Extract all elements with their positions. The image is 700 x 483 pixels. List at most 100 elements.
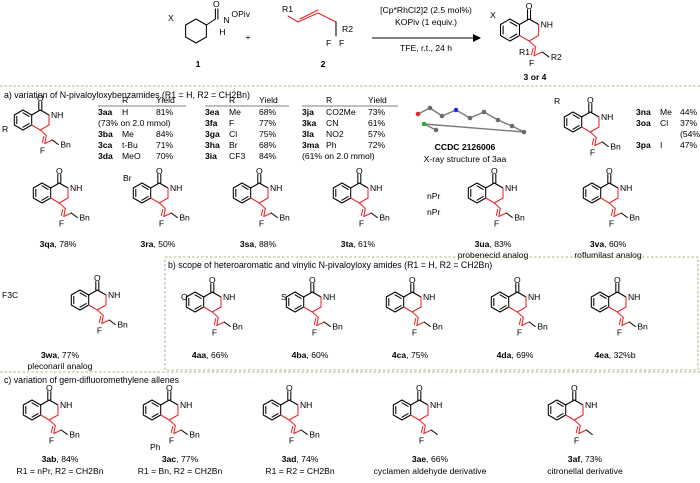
carbonyl-o: O (166, 383, 173, 393)
double-bond (556, 402, 564, 407)
bn-label: Bn (179, 213, 190, 223)
carbonyl-o: O (37, 93, 44, 103)
double-bond (341, 185, 349, 190)
fluoro-label: F (312, 328, 317, 338)
alkene-bond (358, 202, 366, 210)
bond (565, 399, 584, 406)
bond (608, 291, 627, 298)
chain-bond (300, 429, 308, 436)
table-header-yield: Yield (156, 95, 175, 105)
bond (203, 291, 222, 298)
table-yield: 84% (259, 151, 277, 161)
alkene-bond (411, 311, 419, 319)
compound-label: 3qa, 78% (40, 239, 77, 249)
alkene-bond (158, 202, 166, 210)
alkene-bond (53, 424, 56, 435)
compound-label: 3ua, 83% (475, 239, 512, 249)
table-yield: 70% (156, 151, 174, 161)
r2-label: R2 (551, 52, 562, 62)
table-id: 3ka (302, 118, 317, 128)
double-bond (572, 125, 580, 130)
chain-bond (270, 212, 278, 219)
table-r: (61% on 2.0 mmol) (302, 151, 375, 161)
bond (581, 111, 600, 118)
compound-id: 3ad (282, 454, 297, 464)
alkene-bond (260, 208, 264, 217)
br-label: Br (123, 173, 132, 183)
compound-yield-value: 84% (61, 454, 79, 464)
new-bond (581, 126, 600, 133)
compound-yield: , (511, 350, 516, 360)
table-id: 3ea (205, 107, 220, 117)
table-r: Br (229, 140, 238, 150)
nh-label: NH (585, 400, 597, 410)
compound-yield-value: 66% (431, 454, 449, 464)
section-b: b) scope of heteroaromatic and vinylic N… (164, 256, 699, 371)
bond (280, 399, 299, 406)
compound-label: 4da, 69% (497, 350, 534, 360)
alkene-bond (160, 208, 164, 217)
compound-label: 3ac, 77% (162, 454, 199, 464)
compound-yield: , (604, 239, 609, 249)
double-bond (241, 196, 249, 201)
bond (150, 182, 169, 189)
compound-id: 3sa (240, 239, 255, 249)
table-id: 3ba (98, 129, 113, 139)
table-r: CN (326, 118, 338, 128)
new-bond (40, 414, 59, 421)
r-label: R (554, 96, 560, 106)
table-r: t-Bu (122, 140, 138, 150)
compound-yield: , (580, 454, 585, 464)
alkene-bond (50, 425, 54, 434)
fluoro-label: F (169, 436, 174, 446)
product-label: 3 or 4 (524, 72, 547, 82)
fluoro-label: F (494, 219, 499, 229)
alkene-bond (416, 316, 419, 327)
bond (160, 399, 179, 406)
bn-label: Bn (637, 322, 648, 332)
fluoro-label: F (419, 436, 424, 446)
compound-yield-value: 69% (516, 350, 534, 360)
compound-id: 4aa (192, 350, 207, 360)
alkene-bond (170, 425, 174, 434)
compound-label: 4ba, 60% (292, 350, 329, 360)
alkene-bond (258, 202, 266, 210)
compound-label: 3ad, 74% (282, 454, 319, 464)
bond (600, 182, 619, 189)
chain-bond (51, 139, 59, 146)
double-bond (599, 305, 607, 310)
fluoro-label: F (517, 328, 522, 338)
xray-bond (441, 109, 457, 117)
fluoro-label: F (609, 219, 614, 229)
xray-structure (415, 105, 527, 135)
chain-bond (216, 321, 225, 327)
chain-bond (293, 429, 302, 435)
compound-yield: , (353, 239, 358, 249)
x-atom: X (168, 13, 174, 23)
allene-bonds (299, 9, 319, 20)
nh-label: NH (180, 400, 192, 410)
chain-bond (416, 321, 425, 327)
fluoro-label: F (617, 328, 622, 338)
double-bond (22, 123, 30, 128)
section-c: c) variation of gem-difluoromethylene al… (0, 371, 700, 476)
section-c-title: c) variation of gem-difluoromethylene al… (4, 375, 180, 385)
double-bond (509, 21, 518, 27)
chain-bond (263, 212, 272, 218)
compound-label: 3ab, 84% (42, 454, 79, 464)
bn-label: Bn (432, 322, 443, 332)
fluoro-label: F (97, 326, 102, 336)
nh-label: NH (505, 183, 517, 193)
table-yield: 47% (680, 140, 698, 150)
compound-yield: , (206, 350, 211, 360)
double-bond (572, 114, 580, 119)
compound-yield-value: 73% (585, 454, 603, 464)
r1-label: R1 (282, 4, 293, 14)
alkene-bond (213, 317, 217, 326)
chain-bond (70, 212, 78, 219)
compound-yield: , (489, 239, 494, 249)
